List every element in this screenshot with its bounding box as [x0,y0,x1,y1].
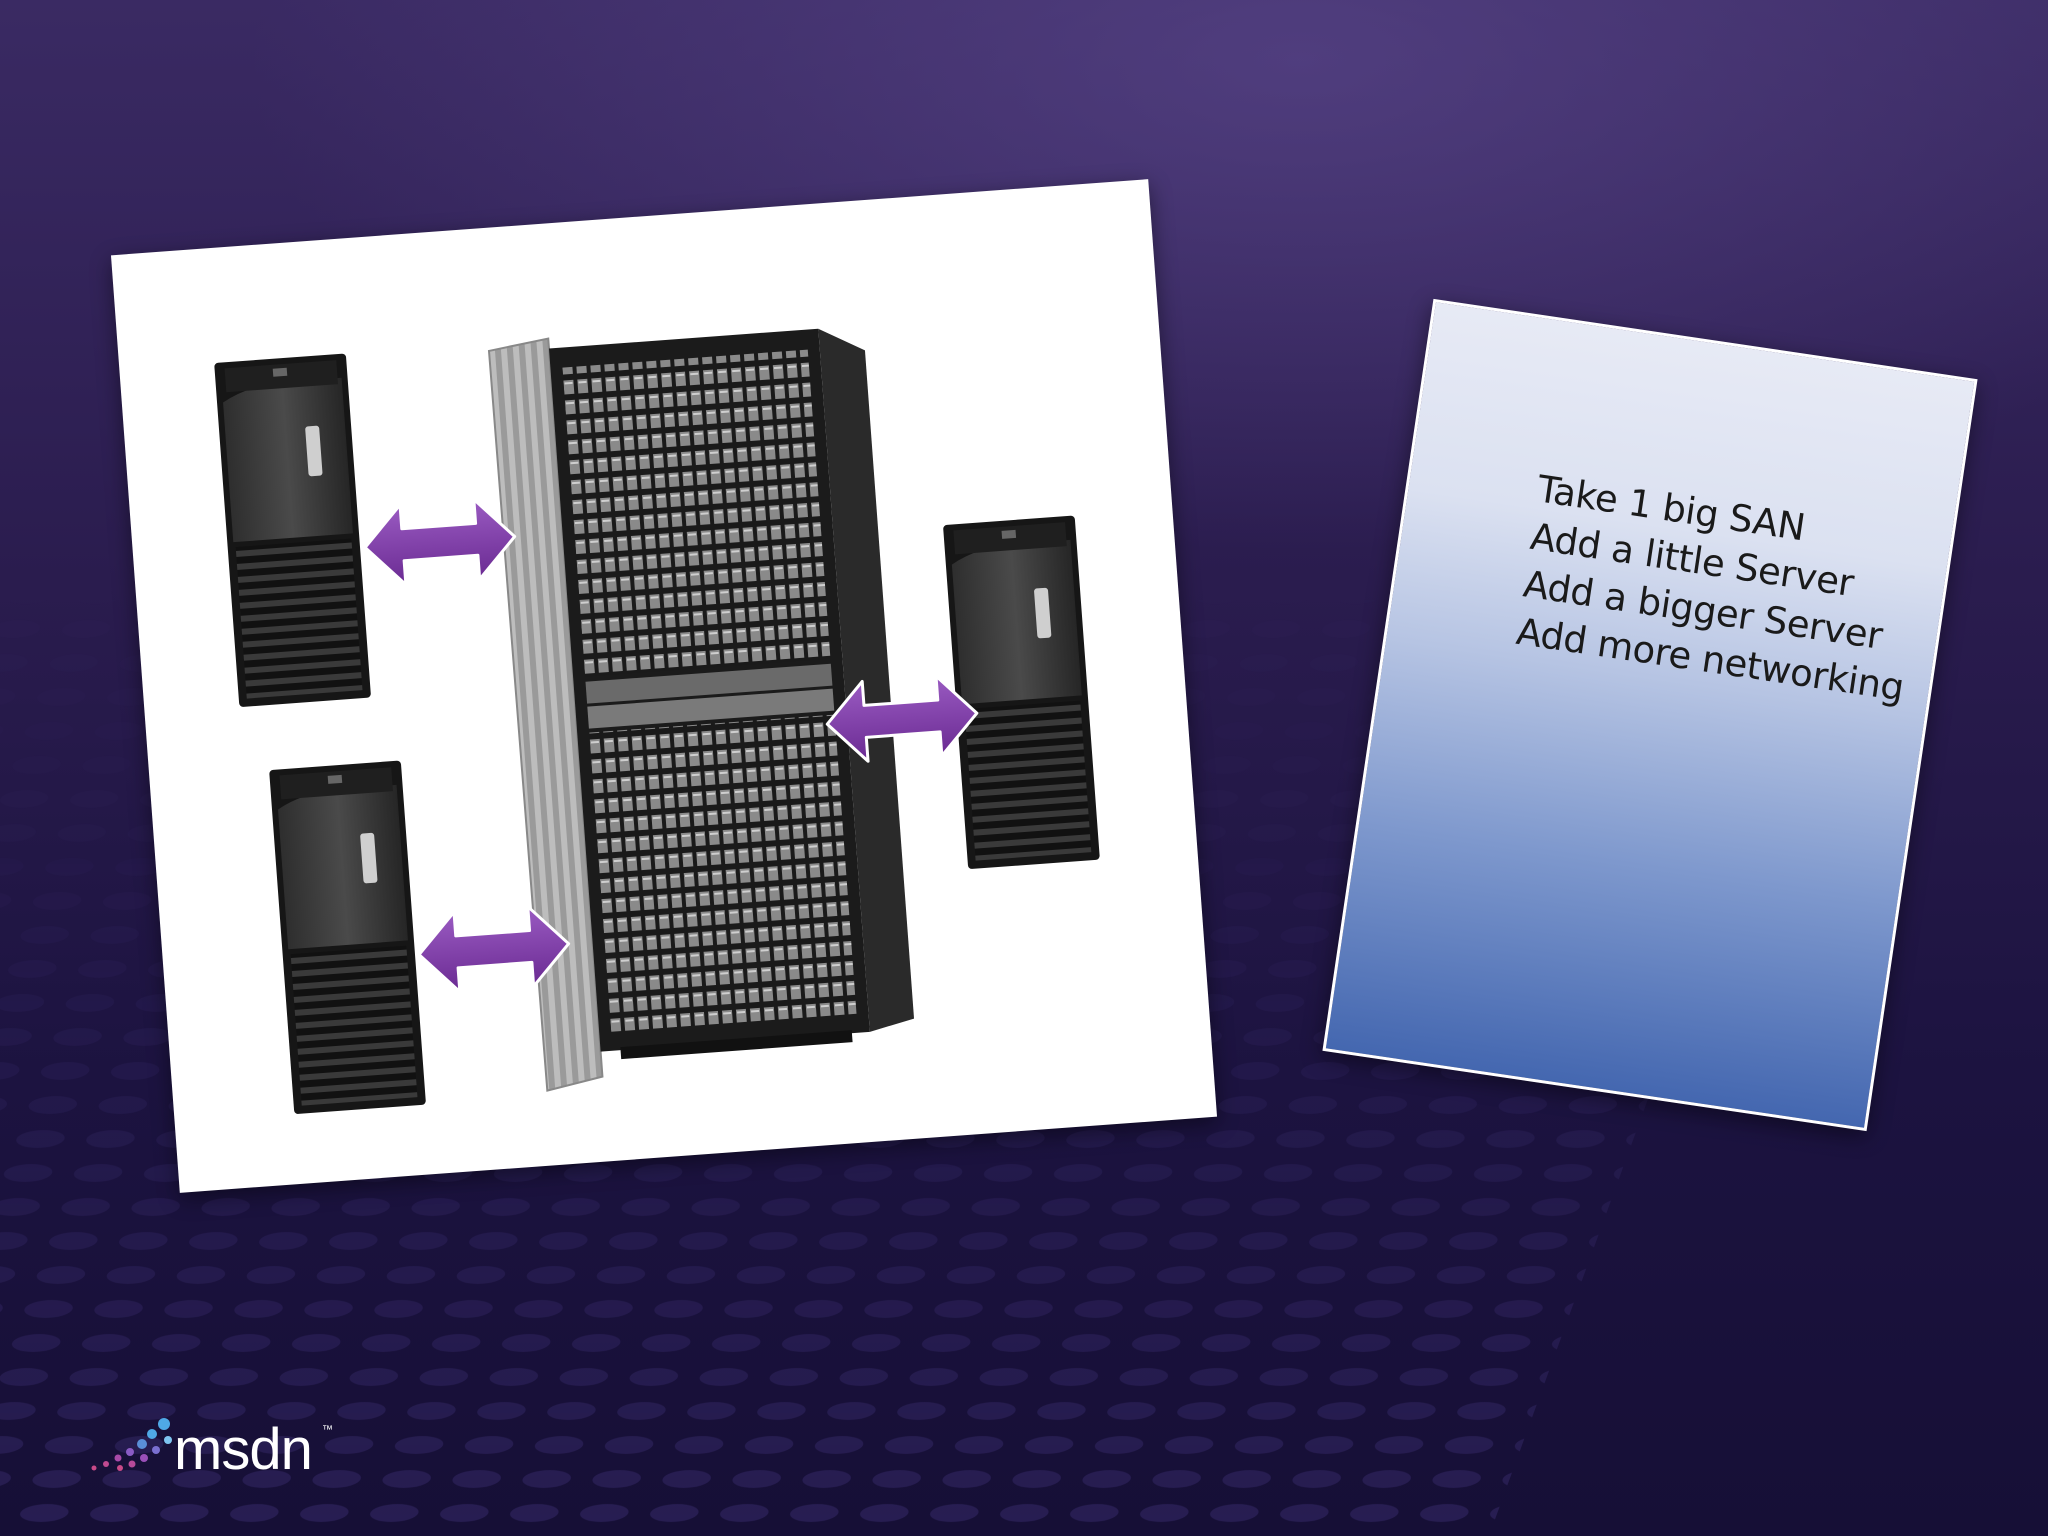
notes-card: Take 1 big SAN Add a little Server Add a… [1322,298,1978,1132]
msdn-logo: msdn ™ [82,1410,362,1490]
logo-trademark: ™ [322,1424,333,1436]
logo-dots-icon [91,1418,172,1471]
double-arrow-right [825,674,979,763]
notes-list: Take 1 big SAN Add a little Server Add a… [1513,465,1928,712]
server-tower-top-left [214,353,371,707]
logo-text: msdn [174,1417,313,1482]
double-arrow-bottom-left [417,905,571,994]
double-arrow-top-left [363,497,517,587]
diagram-card [110,179,1218,1193]
server-tower-right [943,515,1100,869]
san-diagram [214,328,1100,1114]
server-tower-bottom-left [269,760,426,1114]
san-storage-rack [487,328,915,1092]
